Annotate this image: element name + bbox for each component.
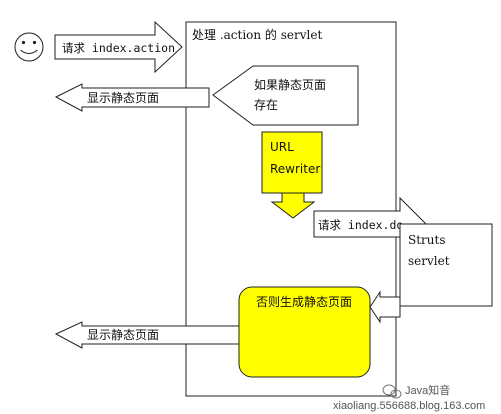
static-page-check: [212, 65, 359, 126]
show-static-bottom-label: 显示静态页面: [87, 328, 159, 342]
static-page-check-line2: 存在: [254, 98, 278, 112]
show-static-bottom-arrow: [54, 321, 240, 349]
struts-servlet-line2: servlet: [408, 254, 450, 268]
static-page-check-line1: 如果静态页面: [254, 77, 326, 92]
url-rewriter-line1: URL: [270, 140, 294, 154]
show-static-top-arrow: [54, 83, 210, 112]
wechat-icon: [382, 384, 402, 399]
servlet-container-title: 处理 .action 的 servlet: [192, 27, 322, 42]
user-smiley-icon: [14, 32, 44, 62]
request-action-arrow: [54, 20, 183, 74]
request-do-label: 请求 index.do: [318, 218, 403, 232]
request-action-label: 请求 index.action: [62, 41, 175, 55]
watermark: Java知音 xiaoliang.556688.blog.163.com: [333, 383, 485, 412]
struts-servlet-box: [399, 223, 493, 307]
watermark-url: xiaoliang.556688.blog.163.com: [333, 400, 485, 412]
struts-return-arrow: [369, 290, 401, 324]
url-rewriter-line2: Rewriter: [270, 162, 320, 176]
url-rewriter-block: URL Rewriter: [261, 131, 323, 219]
generate-static-label: 否则生成静态页面: [256, 295, 352, 309]
show-static-top-label: 显示静态页面: [87, 91, 159, 105]
watermark-brand: Java知音: [405, 383, 450, 397]
struts-servlet-line1: Struts: [408, 233, 446, 247]
